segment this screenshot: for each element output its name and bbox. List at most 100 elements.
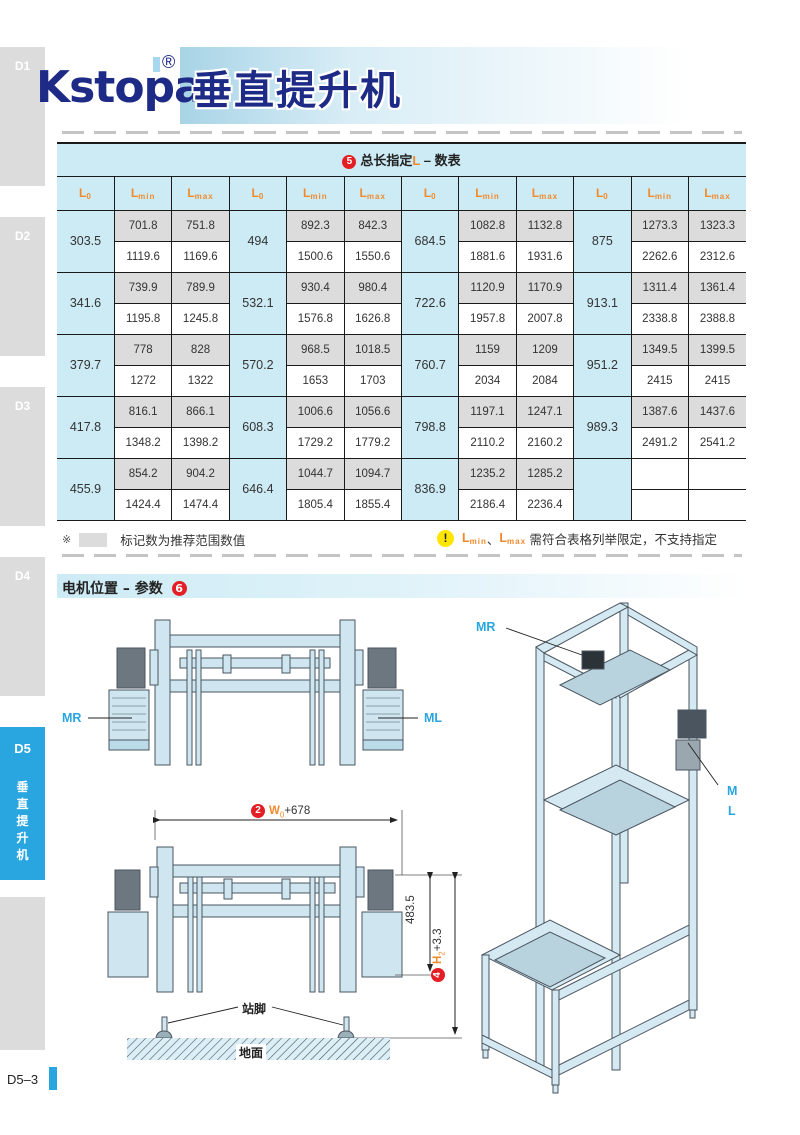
cell-l0: 875 <box>573 209 632 273</box>
recommended-swatch <box>79 532 108 547</box>
cell-l0: 913.1 <box>573 271 632 335</box>
cell-rec-min: 1349.5 <box>630 333 689 366</box>
cell-empty <box>630 488 689 521</box>
table-row: 1424.4 1474.4 1805.4 1855.4 2186.4 2236.… <box>57 488 746 521</box>
cell-l0: 951.2 <box>573 333 632 397</box>
cell-min: 1729.2 <box>286 426 345 459</box>
col-header-lmax: Lmax <box>343 175 402 211</box>
col-header-l0: L0 <box>57 175 115 211</box>
col-header-lmin: Lmin <box>286 175 345 211</box>
tab-code: D5 <box>14 741 31 756</box>
section-title-text: 电机位置 – 参数 <box>62 581 163 597</box>
tab-label-char: 垂 <box>16 780 29 794</box>
cell-rec-max: 1437.6 <box>687 395 746 428</box>
cell-rec-max: 789.9 <box>171 271 230 304</box>
sidebar-tab-d5-active[interactable]: D5 垂 直 提 升 机 <box>0 727 45 880</box>
cell-rec-min: 816.1 <box>113 395 173 428</box>
table-row: 1348.2 1398.2 1729.2 1779.2 2110.2 2160.… <box>57 426 746 459</box>
cell-max: 2388.8 <box>687 302 746 335</box>
cell-rec-min: 701.8 <box>113 209 173 242</box>
cell-max: 2541.2 <box>687 426 746 459</box>
lmin-label: Lmin <box>462 531 487 546</box>
cell-rec-max: 1056.6 <box>343 395 402 428</box>
table-row: 303.5 701.8 751.8 494 892.3 842.3 684.5 … <box>57 209 746 273</box>
tab-label-char: 提 <box>16 814 29 828</box>
page-number: D5–3 <box>7 1072 39 1087</box>
motor-position-top-view-diagram <box>88 619 418 766</box>
sidebar-tab-d3[interactable]: D3 <box>0 387 45 526</box>
cell-max: 2415 <box>687 364 746 397</box>
table-title-var: L <box>412 153 421 169</box>
cell-l0: 798.8 <box>400 395 460 459</box>
cell-max: 1398.2 <box>171 426 230 459</box>
sidebar-tab-d4[interactable]: D4 <box>0 557 45 696</box>
brand-name: Kstopa <box>36 62 204 113</box>
cell-max: 2236.4 <box>515 488 575 521</box>
cell-max: 2312.6 <box>687 240 746 273</box>
cell-rec-max: 1094.7 <box>343 457 402 490</box>
cell-rec-max: 866.1 <box>171 395 230 428</box>
col-header-l0: L0 <box>228 175 288 211</box>
cell-rec-min: 1044.7 <box>286 457 345 490</box>
sidebar-tab-d2[interactable]: D2 <box>0 217 45 356</box>
iso-callout-ml-line2: L <box>728 804 736 818</box>
cell-min: 2415 <box>630 364 689 397</box>
iso-callout-ml-line1: M <box>727 784 738 798</box>
cell-max: 1169.6 <box>171 240 230 273</box>
cell-rec-min: 1120.9 <box>458 271 517 304</box>
divider-dashed <box>62 554 742 557</box>
cell-min: 1348.2 <box>114 426 173 459</box>
cell-max: 2160.2 <box>515 426 575 459</box>
cell-rec-min: 1006.6 <box>286 395 345 428</box>
cell-l0: 303.5 <box>57 209 115 273</box>
cell-rec-min: 1235.2 <box>458 457 517 490</box>
reference-mark-icon: ※ <box>62 534 72 546</box>
cell-rec-min: 968.5 <box>286 333 345 366</box>
cell-max: 1245.8 <box>171 302 230 335</box>
cell-rec-min: 1387.6 <box>630 395 689 428</box>
tab-label-char: 直 <box>16 797 29 811</box>
cell-max: 1322 <box>171 364 230 397</box>
cell-rec-max: 1132.8 <box>515 209 575 242</box>
col-header-lmax: Lmax <box>515 175 575 211</box>
cell-rec-min: 778 <box>113 333 173 366</box>
cell-rec-max: 1285.2 <box>515 457 575 490</box>
cell-rec-max: 751.8 <box>171 209 230 242</box>
cell-l0: 760.7 <box>400 333 460 397</box>
separator: 、 <box>486 533 500 547</box>
page-marker <box>49 1067 57 1090</box>
cell-rec-max: 1018.5 <box>343 333 402 366</box>
table-row: 341.6 739.9 789.9 532.1 930.4 980.4 722.… <box>57 271 746 335</box>
cell-rec-min: 1273.3 <box>630 209 689 242</box>
cell-rec-max: 1361.4 <box>687 271 746 304</box>
cell-min: 1881.6 <box>458 240 517 273</box>
cell-max: 1626.8 <box>343 302 402 335</box>
cell-min: 1424.4 <box>114 488 173 521</box>
cell-max: 2084 <box>515 364 575 397</box>
cell-min: 1500.6 <box>286 240 345 273</box>
number-badge-icon: 5 <box>342 155 357 170</box>
table-header-row: L0 Lmin Lmax L0 Lmin Lmax L0 Lmin Lmax L… <box>57 175 746 211</box>
cell-rec-min: 1197.1 <box>458 395 517 428</box>
cell-l0: 570.2 <box>228 333 288 397</box>
callout-mr: MR <box>62 711 82 725</box>
cell-l0: 836.9 <box>400 457 460 521</box>
cell-l0: 722.6 <box>400 271 460 335</box>
footnote-recommended: ※ 标记数为推荐范围数值 <box>62 530 245 549</box>
cell-min: 1119.6 <box>114 240 173 273</box>
sidebar-tab-next[interactable] <box>0 897 45 1050</box>
sidebar-tab-d1[interactable]: D1 <box>0 47 45 186</box>
cell-min: 1653 <box>286 364 345 397</box>
tab-label-char: 升 <box>16 831 29 845</box>
table-title-suffix: – 数表 <box>420 153 461 169</box>
number-badge-icon: 2 <box>251 804 265 818</box>
height-dimension-h2: 4H2+3.3 <box>431 929 446 982</box>
tab-vertical-label: 垂 直 提 升 机 <box>0 779 45 864</box>
cell-l0: 455.9 <box>57 457 115 521</box>
section-title: 电机位置 – 参数 6 <box>62 578 191 598</box>
col-header-l0: L0 <box>573 175 632 211</box>
title-banner <box>180 47 745 124</box>
tab-code: D4 <box>14 569 31 583</box>
